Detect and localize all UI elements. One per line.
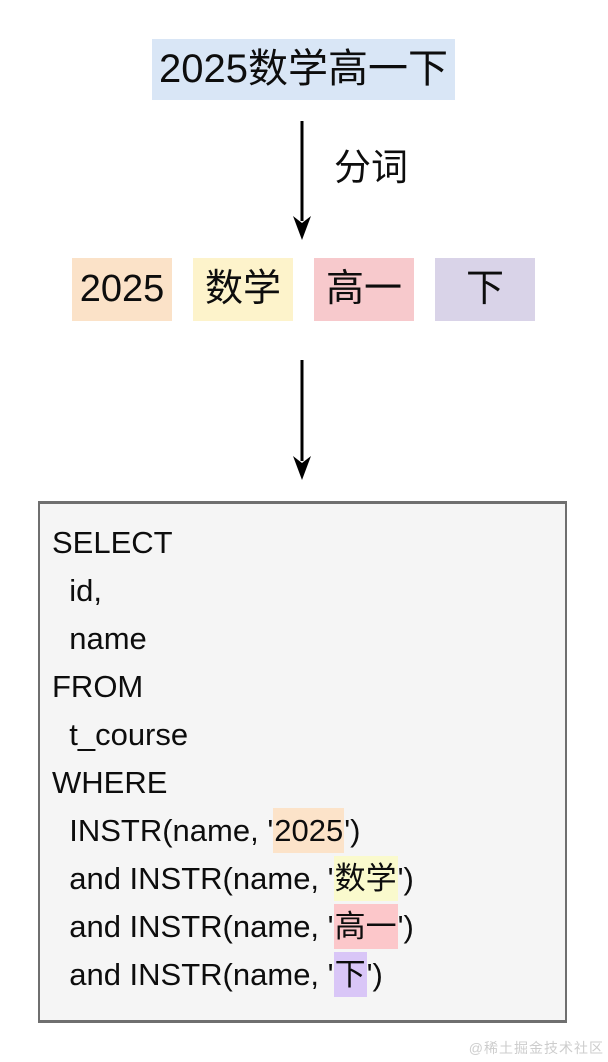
sql-line: and INSTR(name, '数学')	[52, 855, 557, 903]
sql-text: ')	[344, 813, 361, 848]
token-row: 2025 数学高一下	[72, 258, 535, 321]
query-title: 2025数学高一下	[152, 39, 455, 100]
sql-text: ')	[397, 909, 414, 944]
sql-text: SELECT	[52, 525, 173, 560]
sql-line: name	[52, 615, 557, 663]
sql-text: FROM	[52, 669, 144, 704]
arrow-down-icon	[293, 360, 311, 480]
sql-text: t_course	[52, 717, 189, 752]
sql-text: ')	[397, 861, 414, 896]
sql-text: and INSTR(name, '	[52, 909, 334, 944]
sql-text: and INSTR(name, '	[52, 957, 334, 992]
sql-text: ')	[366, 957, 383, 992]
sql-text: and INSTR(name, '	[52, 861, 334, 896]
sql-line: and INSTR(name, '高一')	[52, 903, 557, 951]
sql-line: WHERE	[52, 759, 557, 807]
sql-line: SELECT	[52, 519, 557, 567]
sql-highlighted-token: 高一	[333, 904, 398, 949]
token: 数学	[193, 258, 293, 321]
sql-highlighted-token: 2025	[273, 808, 345, 853]
sql-line: id,	[52, 567, 557, 615]
sql-text: INSTR(name, '	[52, 813, 274, 848]
token: 2025	[72, 258, 172, 321]
sql-line: t_course	[52, 711, 557, 759]
sql-line: INSTR(name, '2025')	[52, 807, 557, 855]
token: 高一	[314, 258, 414, 321]
token: 下	[435, 258, 535, 321]
watermark: @稀土掘金技术社区	[468, 1040, 604, 1056]
sql-text: name	[52, 621, 147, 656]
sql-highlighted-token: 数学	[333, 856, 398, 901]
sql-highlighted-token: 下	[333, 952, 367, 997]
sql-line: FROM	[52, 663, 557, 711]
arrow-down-icon	[293, 121, 311, 240]
sql-text: id,	[52, 573, 102, 608]
sql-text: WHERE	[52, 765, 168, 800]
sql-line: and INSTR(name, '下')	[52, 951, 557, 999]
segmentation-label: 分词	[334, 147, 408, 188]
